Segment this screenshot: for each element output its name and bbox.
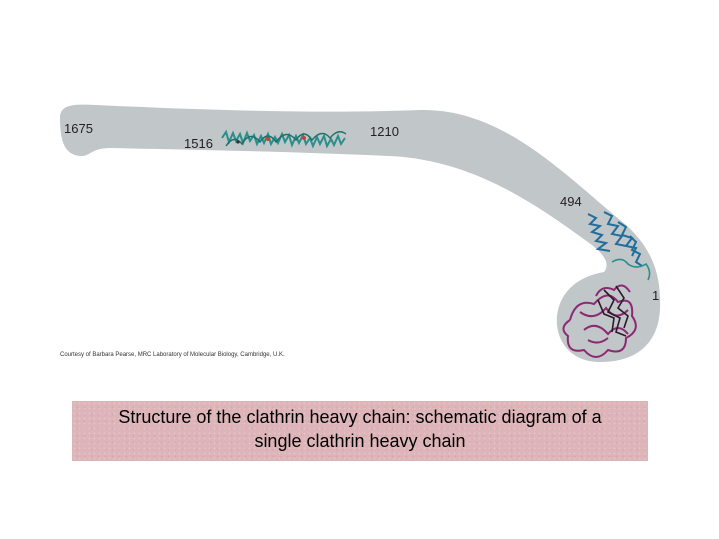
terminal-domain (562, 284, 637, 358)
label-1: 1 (652, 288, 659, 303)
label-494: 494 (560, 194, 582, 209)
label-1210: 1210 (370, 124, 399, 139)
distal-helix-region (587, 211, 643, 267)
helix-residue-marker (266, 137, 270, 141)
caption-box: Structure of the clathrin heavy chain: s… (72, 401, 648, 461)
image-credit: Courtesy of Barbara Pearse, MRC Laborato… (60, 352, 285, 358)
helix-residue-marker (302, 136, 306, 140)
proximal-helix-region-detail (225, 131, 347, 147)
label-1516: 1516 (184, 136, 213, 151)
terminal-domain-core (597, 285, 629, 337)
helix-residue-marker (236, 140, 240, 144)
distal-helix-loop (611, 258, 651, 281)
caption-line-1: Structure of the clathrin heavy chain: s… (118, 407, 602, 427)
heavy-chain-envelope (60, 104, 661, 362)
proximal-helix-region (221, 129, 346, 149)
label-1675: 1675 (64, 121, 93, 136)
caption-line-2: single clathrin heavy chain (254, 431, 466, 451)
clathrin-diagram: 1675 1516 1210 494 1 (60, 104, 661, 362)
